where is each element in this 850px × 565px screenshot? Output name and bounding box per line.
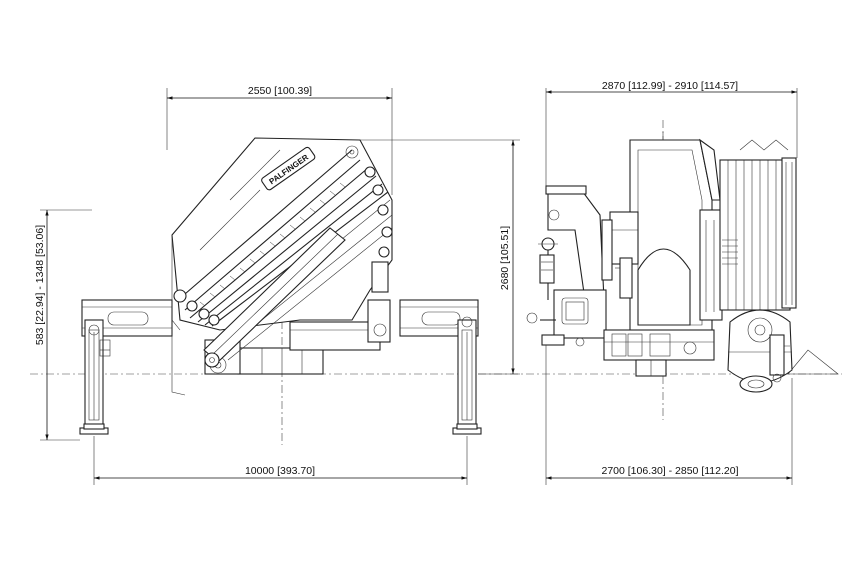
dim-side-top-width: 2870 [112.99] - 2910 [114.57] xyxy=(545,80,798,188)
side-boom-package xyxy=(719,139,797,311)
dim-side-bottom-width-label: 2700 [106.30] - 2850 [112.20] xyxy=(601,465,738,477)
side-view xyxy=(526,132,839,393)
dim-height-label: 2680 [105.51] xyxy=(499,226,511,290)
dim-outrigger-height-label: 583 [22.94] - 1348 [53.06] xyxy=(34,225,46,345)
dim-outrigger-span-label: 10000 [393.70] xyxy=(245,465,315,477)
dim-side-bottom-width: 2700 [106.30] - 2850 [112.20] xyxy=(545,345,793,485)
side-column xyxy=(601,132,723,331)
side-slewing-housing xyxy=(727,309,793,393)
dim-front-width-label: 2550 [100.39] xyxy=(248,85,312,97)
front-view: PALFINGER xyxy=(79,137,482,435)
dim-height: 2680 [105.51] xyxy=(360,139,520,375)
right-outrigger xyxy=(399,299,482,435)
dim-outrigger-height: 583 [22.94] - 1348 [53.06] xyxy=(34,209,92,441)
dim-front-width: 2550 [100.39] xyxy=(166,85,393,195)
dim-outrigger-span: 10000 [393.70] xyxy=(93,436,468,485)
crane-column: PALFINGER xyxy=(171,137,393,396)
control-stand xyxy=(526,185,607,347)
side-base xyxy=(603,329,715,377)
left-outrigger xyxy=(79,299,173,435)
boom-sections xyxy=(173,149,393,368)
dim-side-top-width-label: 2870 [112.99] - 2910 [114.57] xyxy=(602,80,738,92)
